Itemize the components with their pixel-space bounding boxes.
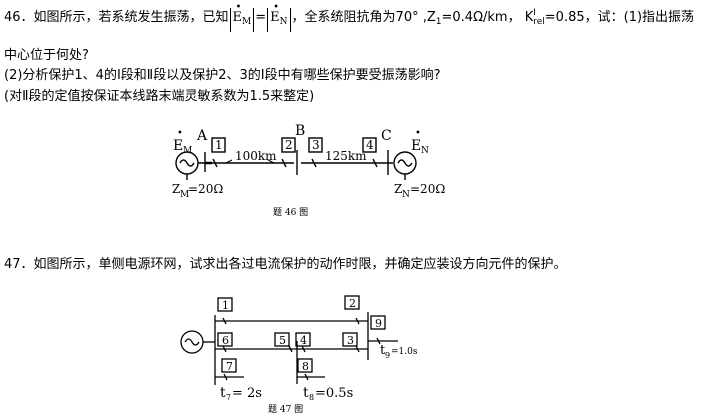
node-c-label: C xyxy=(381,128,392,144)
em-dot: • xyxy=(177,128,183,139)
t7-symbol: t xyxy=(220,385,226,401)
relay-3-label: 3 xyxy=(347,334,354,347)
zn-symbol: Z xyxy=(394,182,402,196)
en-dot: • xyxy=(415,128,421,139)
relay-9-label: 9 xyxy=(375,317,382,330)
relay-2-label: 2 xyxy=(349,297,356,310)
figure-46-caption: 题 46 图 xyxy=(273,207,308,218)
equals-sign: = xyxy=(255,10,267,25)
relay-6-box xyxy=(217,332,233,347)
relay-1-label: 1 xyxy=(222,299,229,312)
relay-1-box xyxy=(217,297,233,312)
z1-value: =0.4Ω/km， K xyxy=(441,10,534,25)
relay-2-box xyxy=(281,137,296,153)
relay-1-label: 1 xyxy=(215,138,223,152)
figure-47-caption: 题 47 图 xyxy=(268,404,303,415)
z1-subscript: 1 xyxy=(435,17,442,27)
t8-value: =0.5s xyxy=(315,386,353,401)
relay-3-box xyxy=(308,137,323,153)
zm-subscript: M xyxy=(180,190,189,200)
t9-symbol: t xyxy=(380,343,386,358)
relay-8-label: 8 xyxy=(302,360,309,373)
relay-6-label: 6 xyxy=(222,334,229,347)
en-symbol: E xyxy=(411,138,421,154)
t7-subscript: 7 xyxy=(226,393,231,402)
zm-value: =20Ω xyxy=(188,182,223,196)
node-b-label: B xyxy=(295,123,305,139)
relay-7-label: 7 xyxy=(226,360,233,373)
relay-3-label: 3 xyxy=(312,138,320,152)
generator-n-wave xyxy=(397,159,413,167)
zn-subscript: N xyxy=(402,190,410,200)
q46-line1: 46．如图所示，若系统发生振荡，已知•EM=•EN，全系统阻抗角为70° ,Z1… xyxy=(4,3,695,32)
en-subscript: N xyxy=(421,146,429,156)
relay-4-label: 4 xyxy=(300,334,307,347)
t8-subscript: 8 xyxy=(309,393,314,402)
q46-line1-end: =0.85，试：(1)指出振荡 xyxy=(544,10,695,25)
source-wave xyxy=(184,338,200,346)
em-symbol: E xyxy=(173,138,183,154)
relay-1-box xyxy=(211,137,226,153)
phasor-dot: • xyxy=(273,2,280,13)
relay-7-box xyxy=(221,358,237,373)
relay-5-box xyxy=(274,332,290,347)
t8-symbol: t xyxy=(303,385,309,401)
relay-5-label: 5 xyxy=(279,334,286,347)
em-magnitude: •EM xyxy=(229,3,255,32)
zn-value: =20Ω xyxy=(410,182,445,196)
generator-m-wave xyxy=(179,159,195,167)
q46-line2: 中心位于何处? xyxy=(4,48,89,63)
en-magnitude: •EN xyxy=(267,3,291,32)
q47-line1: 47．如图所示，单侧电源环网，试求出各过电流保护的动作时限，并确定应装设方向元件… xyxy=(4,257,567,272)
length-bc-label: 125km xyxy=(325,149,367,163)
relay-3-box xyxy=(342,332,358,347)
relay-2-box xyxy=(344,295,360,310)
q46-line1-middle: ，全系统阻抗角为70° ,Z xyxy=(291,10,436,25)
t7-value: = 2s xyxy=(232,386,262,401)
phasor-dot: • xyxy=(235,2,242,13)
relay-8-box xyxy=(297,358,313,373)
zm-symbol: Z xyxy=(172,182,180,196)
relay-4-box xyxy=(295,332,311,347)
t9-subscript: 9 xyxy=(385,351,390,360)
node-a-label: A xyxy=(196,128,208,144)
length-ab-label: 100km xyxy=(235,149,277,163)
relay-9-box xyxy=(370,315,386,330)
em-subscript: M xyxy=(183,146,192,156)
relay-4-label: 4 xyxy=(366,138,374,152)
q46-line3: (2)分析保护1、4的I段和Ⅱ段以及保护2、3的I段中有哪些保护要受振荡影响? xyxy=(4,68,441,83)
t9-value: =1.0s xyxy=(391,347,418,357)
q46-line4: (对Ⅱ段的定值按保证本线路末端灵敏系数为1.5来整定) xyxy=(4,89,315,104)
q46-line1-prefix: 46．如图所示，若系统发生振荡，已知 xyxy=(4,10,229,25)
relay-4-box xyxy=(362,137,377,153)
relay-2-label: 2 xyxy=(285,138,293,152)
